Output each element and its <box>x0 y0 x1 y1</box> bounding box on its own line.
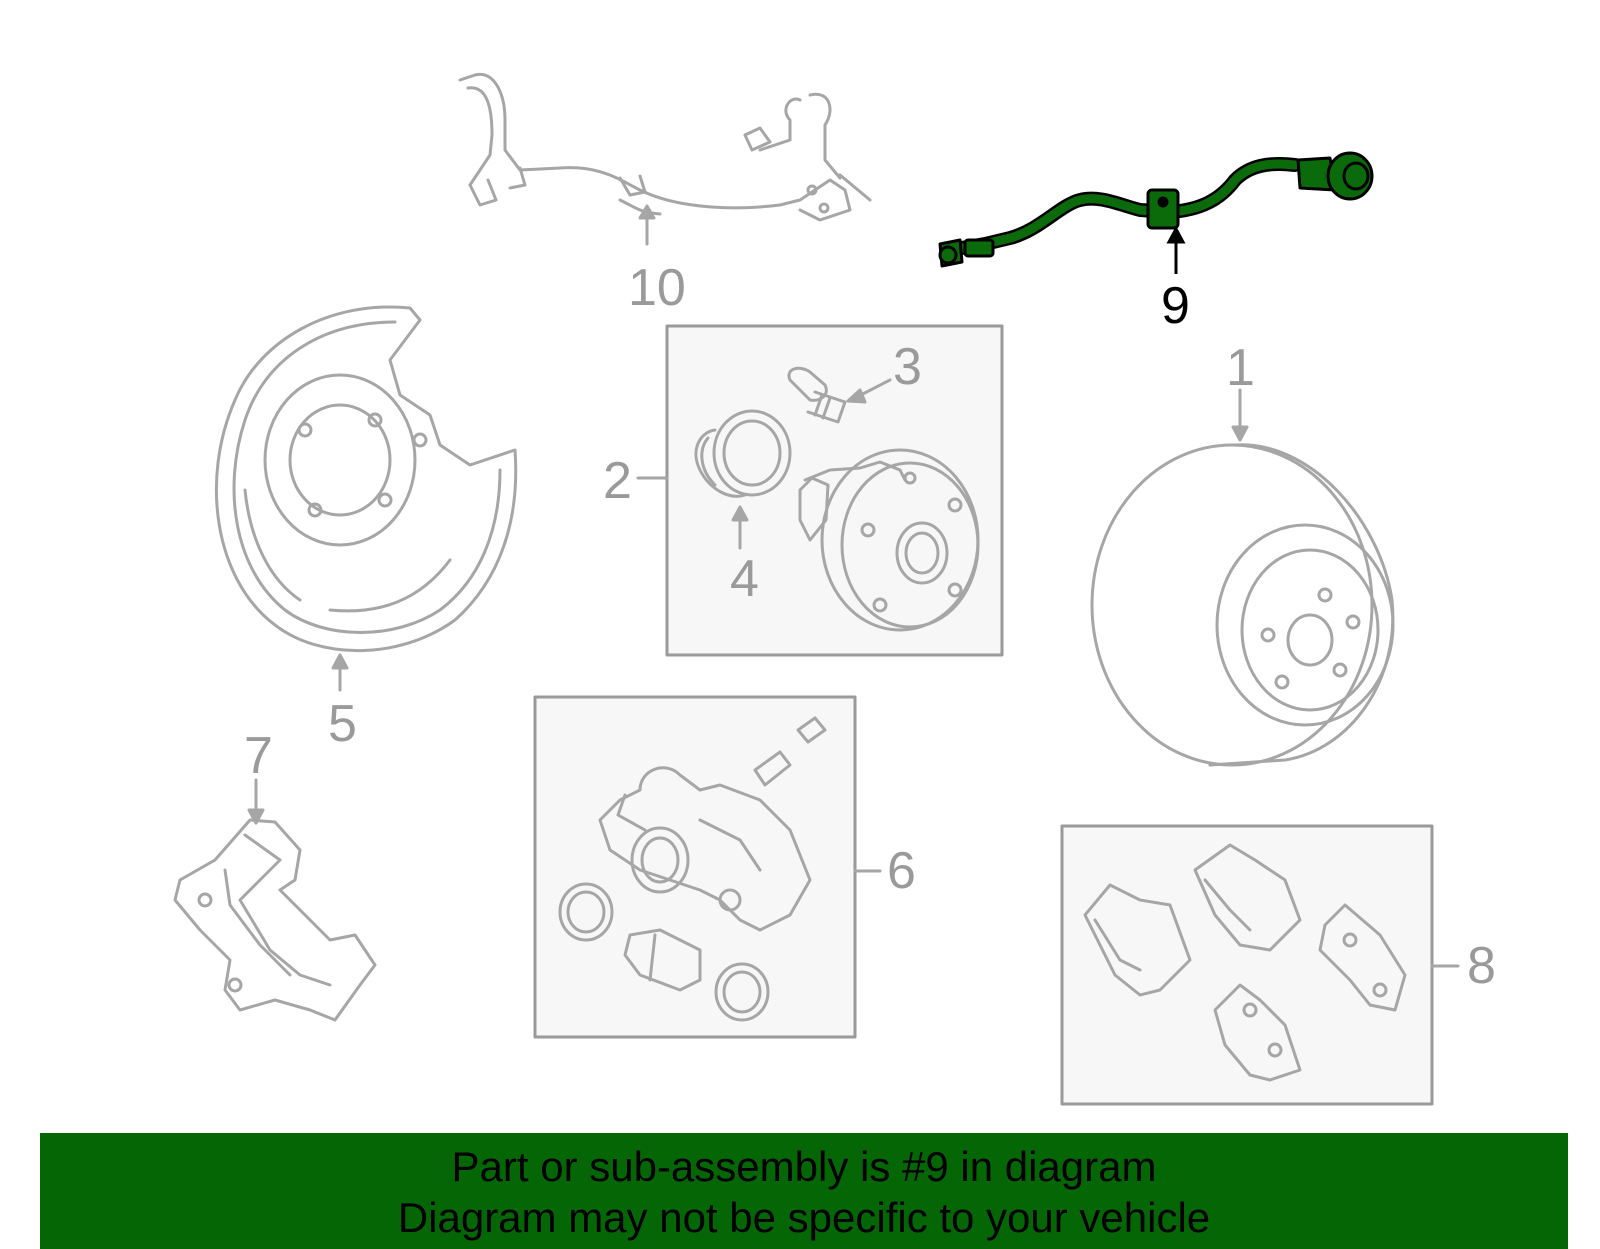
part-4-bearing[interactable] <box>694 409 792 498</box>
banner-line-disclaimer: Diagram may not be specific to your vehi… <box>397 1194 1211 1241</box>
part-5-dust-shield[interactable] <box>214 305 518 653</box>
part-10-abs-harness[interactable] <box>458 72 872 222</box>
callout-10: 10 <box>628 259 686 317</box>
leader-5 <box>331 653 349 692</box>
box-8-brake-pads[interactable] <box>1060 824 1434 1106</box>
part-9-abs-sensor-wire[interactable] <box>938 151 1374 268</box>
callout-5: 5 <box>328 695 357 753</box>
part-7-caliper-bracket[interactable] <box>173 818 377 1022</box>
callout-8: 8 <box>1467 937 1496 995</box>
callout-4: 4 <box>730 550 759 608</box>
leader-7 <box>247 778 265 825</box>
callout-9: 9 <box>1161 277 1190 335</box>
parts-diagram <box>173 72 1460 1106</box>
callout-2: 2 <box>603 452 632 510</box>
leader-10 <box>638 204 656 246</box>
leader-9 <box>1166 225 1186 274</box>
part-hub-flange[interactable] <box>798 448 980 632</box>
part-6-caliper[interactable] <box>558 716 827 1022</box>
leader-3 <box>846 378 892 404</box>
info-banner: Part or sub-assembly is #9 in diagram Di… <box>40 1133 1568 1249</box>
leader-1 <box>1231 388 1249 442</box>
box-6-caliper-assembly[interactable] <box>533 695 857 1039</box>
part-1-brake-rotor[interactable] <box>1090 443 1395 767</box>
banner-line-part: Part or sub-assembly is #9 in diagram <box>451 1143 1157 1190</box>
callout-7: 7 <box>244 727 273 785</box>
callout-3: 3 <box>893 338 922 396</box>
part-8-pads[interactable] <box>1083 843 1407 1082</box>
callout-1: 1 <box>1226 339 1255 397</box>
part-3-bolt[interactable] <box>787 366 847 424</box>
leader-4 <box>731 505 749 550</box>
callout-6: 6 <box>887 842 916 900</box>
